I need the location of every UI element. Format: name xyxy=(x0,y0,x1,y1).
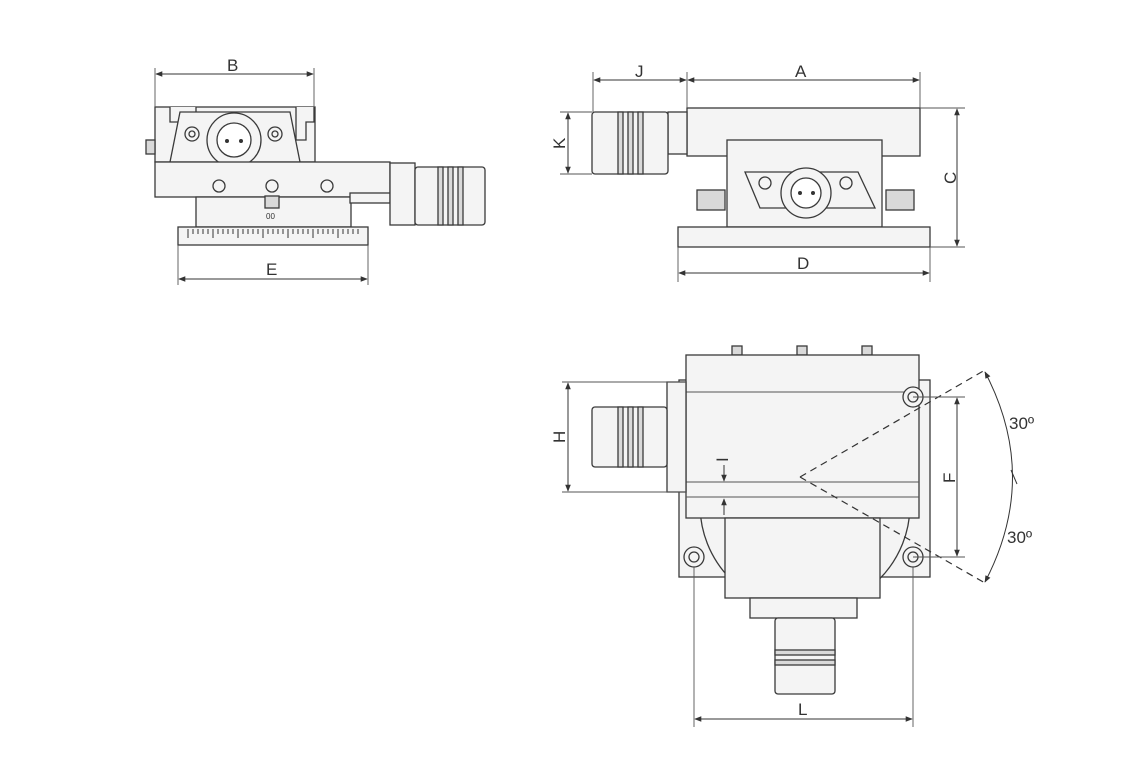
scale-marking: 00 xyxy=(266,212,275,221)
plan-view xyxy=(591,345,931,695)
side-ring1 xyxy=(617,111,624,175)
scale-ticks xyxy=(187,229,359,238)
nut-1 xyxy=(212,179,226,193)
label-k: K xyxy=(550,137,569,149)
side-clamp-left xyxy=(696,189,726,211)
boss-pin-left xyxy=(225,139,229,143)
side-pin-right xyxy=(811,191,815,195)
side-ring3 xyxy=(637,111,644,175)
front-side-nut xyxy=(145,139,156,155)
plan-hole-bottom-left-core xyxy=(688,551,700,563)
label-j: J xyxy=(635,62,644,81)
plan-ring2 xyxy=(627,406,634,468)
side-base xyxy=(677,226,931,248)
plan-ring3 xyxy=(637,406,644,468)
plan-upper-table xyxy=(685,354,920,519)
label-f: F xyxy=(940,473,959,483)
side-clamp-right xyxy=(885,189,915,211)
handwheel-ring2 xyxy=(447,166,454,226)
plan-ring1 xyxy=(617,406,624,468)
swivel-arc-mid-tick xyxy=(1010,469,1018,485)
label-h: H xyxy=(550,431,569,443)
plan-bottom-handwheel xyxy=(774,617,836,695)
front-base-scale xyxy=(177,226,369,246)
side-ring2 xyxy=(627,111,634,175)
swivel-arc xyxy=(984,371,1013,583)
plan-bottom-ring2 xyxy=(774,659,836,666)
right-slot xyxy=(295,107,315,141)
boss-pin-right xyxy=(239,139,243,143)
bolt-left-core xyxy=(188,130,196,138)
side-pin-left xyxy=(798,191,802,195)
plan-lower-body xyxy=(724,517,881,599)
label-b: B xyxy=(227,56,238,75)
plan-bottom-ring1 xyxy=(774,649,836,656)
plan-top-nut-3 xyxy=(861,345,873,356)
handwheel-hub xyxy=(389,162,416,226)
indicator-block xyxy=(264,195,280,209)
nut-3 xyxy=(320,179,334,193)
front-view: 00 xyxy=(145,106,486,246)
handwheel-ring1 xyxy=(437,166,444,226)
plan-screw-housing xyxy=(666,381,687,493)
handwheel-ring3 xyxy=(457,166,464,226)
angle-lower: 30º xyxy=(1007,528,1032,547)
plan-top-nut-2 xyxy=(796,345,808,356)
side-bolt-right xyxy=(839,176,853,190)
angle-upper: 30º xyxy=(1009,414,1034,433)
label-c: C xyxy=(941,172,960,184)
side-view xyxy=(591,107,931,248)
label-d: D xyxy=(797,254,809,273)
side-boss-inner xyxy=(790,177,822,209)
side-bolt-left xyxy=(758,176,772,190)
label-l: L xyxy=(798,700,807,719)
plan-bottom-housing xyxy=(749,597,858,619)
label-a: A xyxy=(795,62,807,81)
center-boss-inner xyxy=(216,122,252,158)
side-screw-housing xyxy=(667,111,688,155)
lead-screw xyxy=(349,192,391,204)
bolt-right-core xyxy=(271,130,279,138)
plan-top-nut-1 xyxy=(731,345,743,356)
nut-2 xyxy=(265,179,279,193)
label-e: E xyxy=(266,260,277,279)
label-i: I xyxy=(713,457,732,462)
